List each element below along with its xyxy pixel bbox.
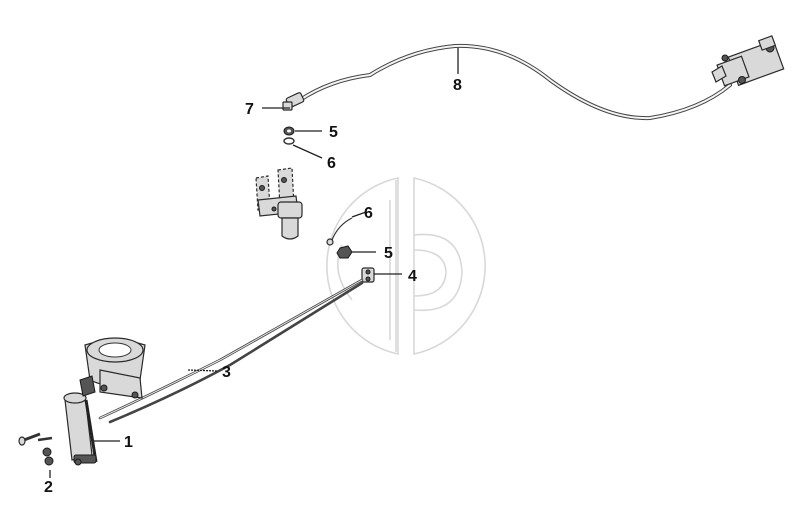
lower-cable: [98, 278, 364, 424]
callout-6-lower: 6: [364, 205, 373, 222]
nut-lower: [336, 245, 353, 259]
throttle-body: [84, 337, 146, 399]
callout-6-upper: 6: [327, 155, 336, 172]
hose-fitting: [282, 92, 305, 111]
callout-5-lower: 5: [384, 245, 393, 262]
bolt: [18, 432, 54, 466]
callout-3: 3: [222, 364, 231, 381]
nut-upper: [283, 126, 295, 136]
watermark-logo: [326, 177, 486, 355]
washer-upper: [283, 137, 295, 145]
callout-1: 1: [124, 434, 133, 451]
callout-7: 7: [245, 101, 254, 118]
hydraulic-hose: [298, 43, 732, 121]
callout-4: 4: [408, 268, 417, 285]
cylinder: [63, 375, 98, 466]
washer-lower: [326, 217, 353, 246]
cable-clamp: [361, 267, 375, 283]
callout-8: 8: [453, 77, 462, 94]
callout-2: 2: [44, 479, 53, 496]
callout-5-upper: 5: [329, 124, 338, 141]
control-valve: [711, 35, 785, 87]
bracket-assembly: [255, 167, 303, 240]
leader-lines: [49, 48, 459, 478]
